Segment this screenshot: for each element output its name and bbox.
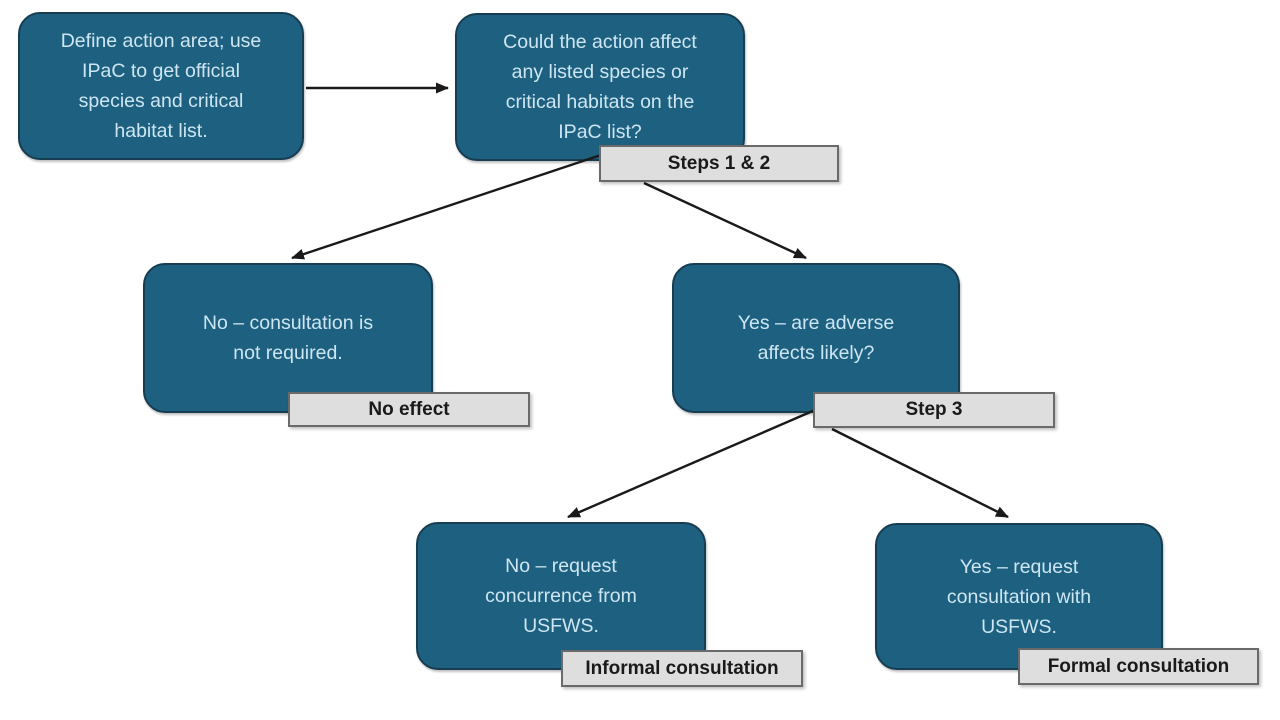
node-text-line: consultation with (946, 585, 1092, 608)
node-text-line: habitat list. (114, 120, 208, 142)
tag-steps-1-2: Steps 1 & 2 (599, 145, 839, 182)
node-define-action-area: Define action area; use IPaC to get offi… (18, 12, 304, 160)
node-text-line: USFWS. (981, 615, 1057, 638)
edge-question-to-no-effect (291, 153, 602, 260)
node-text-line: IPaC to get official (82, 60, 240, 82)
tag-step-3: Step 3 (813, 392, 1055, 428)
edge-adverse-to-formal (831, 427, 1009, 519)
node-no-effect: No – consultation is not required. (143, 263, 433, 413)
node-text-line: species and critical (78, 90, 244, 112)
node-formal-consultation: Yes – request consultation with USFWS. (875, 523, 1163, 670)
node-text-line: IPaC list? (558, 121, 642, 143)
edge-adverse-to-informal (567, 408, 816, 519)
node-informal-consultation: No – request concurrence from USFWS. (416, 522, 706, 670)
node-text-line: No – consultation is (202, 312, 374, 334)
node-text-line: Could the action affect (503, 31, 697, 53)
tag-no-effect: No effect (288, 392, 530, 427)
node-text-line: USFWS. (523, 615, 599, 637)
tag-informal-consultation: Informal consultation (561, 650, 803, 687)
node-adverse-effects-question: Yes – are adverse affects likely? (672, 263, 960, 413)
node-text-line: Yes – request (959, 555, 1079, 578)
node-species-question: Could the action affect any listed speci… (455, 13, 745, 161)
node-text-line: affects likely? (757, 342, 875, 364)
node-text-line: concurrence from (485, 585, 637, 607)
node-text-line: No – request (505, 555, 617, 577)
node-text-line: critical habitats on the (505, 91, 695, 113)
tag-formal-consultation: Formal consultation (1018, 648, 1259, 685)
node-text-line: Define action area; use (60, 30, 262, 52)
node-text-line: Yes – are adverse (737, 312, 895, 334)
edge-question-to-adverse (643, 181, 807, 260)
node-text-line: any listed species or (511, 61, 689, 83)
node-text-line: not required. (233, 342, 343, 364)
